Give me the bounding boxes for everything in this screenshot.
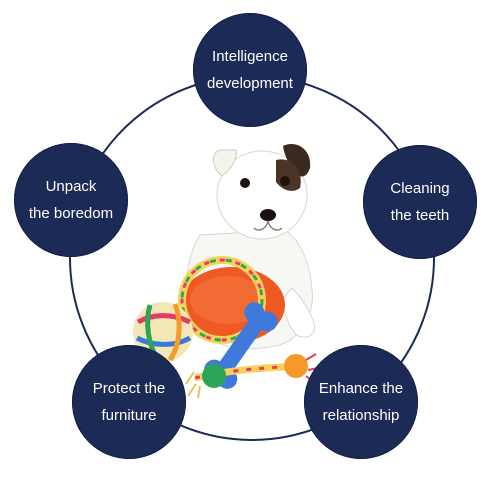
benefit-cleaning-line1: Cleaning	[390, 180, 450, 197]
dog-ear-left	[213, 149, 237, 177]
benefit-unpack-line2: the boredom	[28, 205, 114, 222]
benefit-enhance-line2: relationship	[322, 407, 400, 424]
dog-eye-right	[280, 176, 290, 186]
dog-ear-right	[283, 144, 311, 177]
dog-front-leg-right	[281, 287, 315, 338]
benefit-enhance-the-relationship: Enhance the relationship	[304, 345, 418, 459]
rope-ring-toy	[178, 256, 266, 344]
rope-ball-toy	[133, 302, 193, 362]
benefit-cleaning-line2: the teeth	[390, 207, 450, 224]
rope-knot-toy	[185, 353, 319, 399]
dog-mouth	[253, 220, 283, 231]
benefit-enhance-line1: Enhance the	[318, 380, 404, 397]
benefit-unpack-line1: Unpack	[45, 178, 97, 195]
benefit-intelligence-development: Intelligence development	[193, 13, 307, 127]
benefit-protect-the-furniture: Protect the furniture	[72, 345, 186, 459]
benefit-cleaning-the-teeth: Cleaning the teeth	[363, 145, 477, 259]
dog-eye-left	[240, 178, 250, 188]
benefit-unpack-the-boredom: Unpack the boredom	[14, 143, 128, 257]
benefit-protect-line2: furniture	[101, 407, 157, 424]
benefit-intelligence-line1: Intelligence	[212, 48, 288, 65]
benefit-intelligence-line2: development	[207, 75, 293, 92]
dog-nose	[260, 209, 276, 221]
benefit-protect-line1: Protect the	[92, 380, 166, 397]
